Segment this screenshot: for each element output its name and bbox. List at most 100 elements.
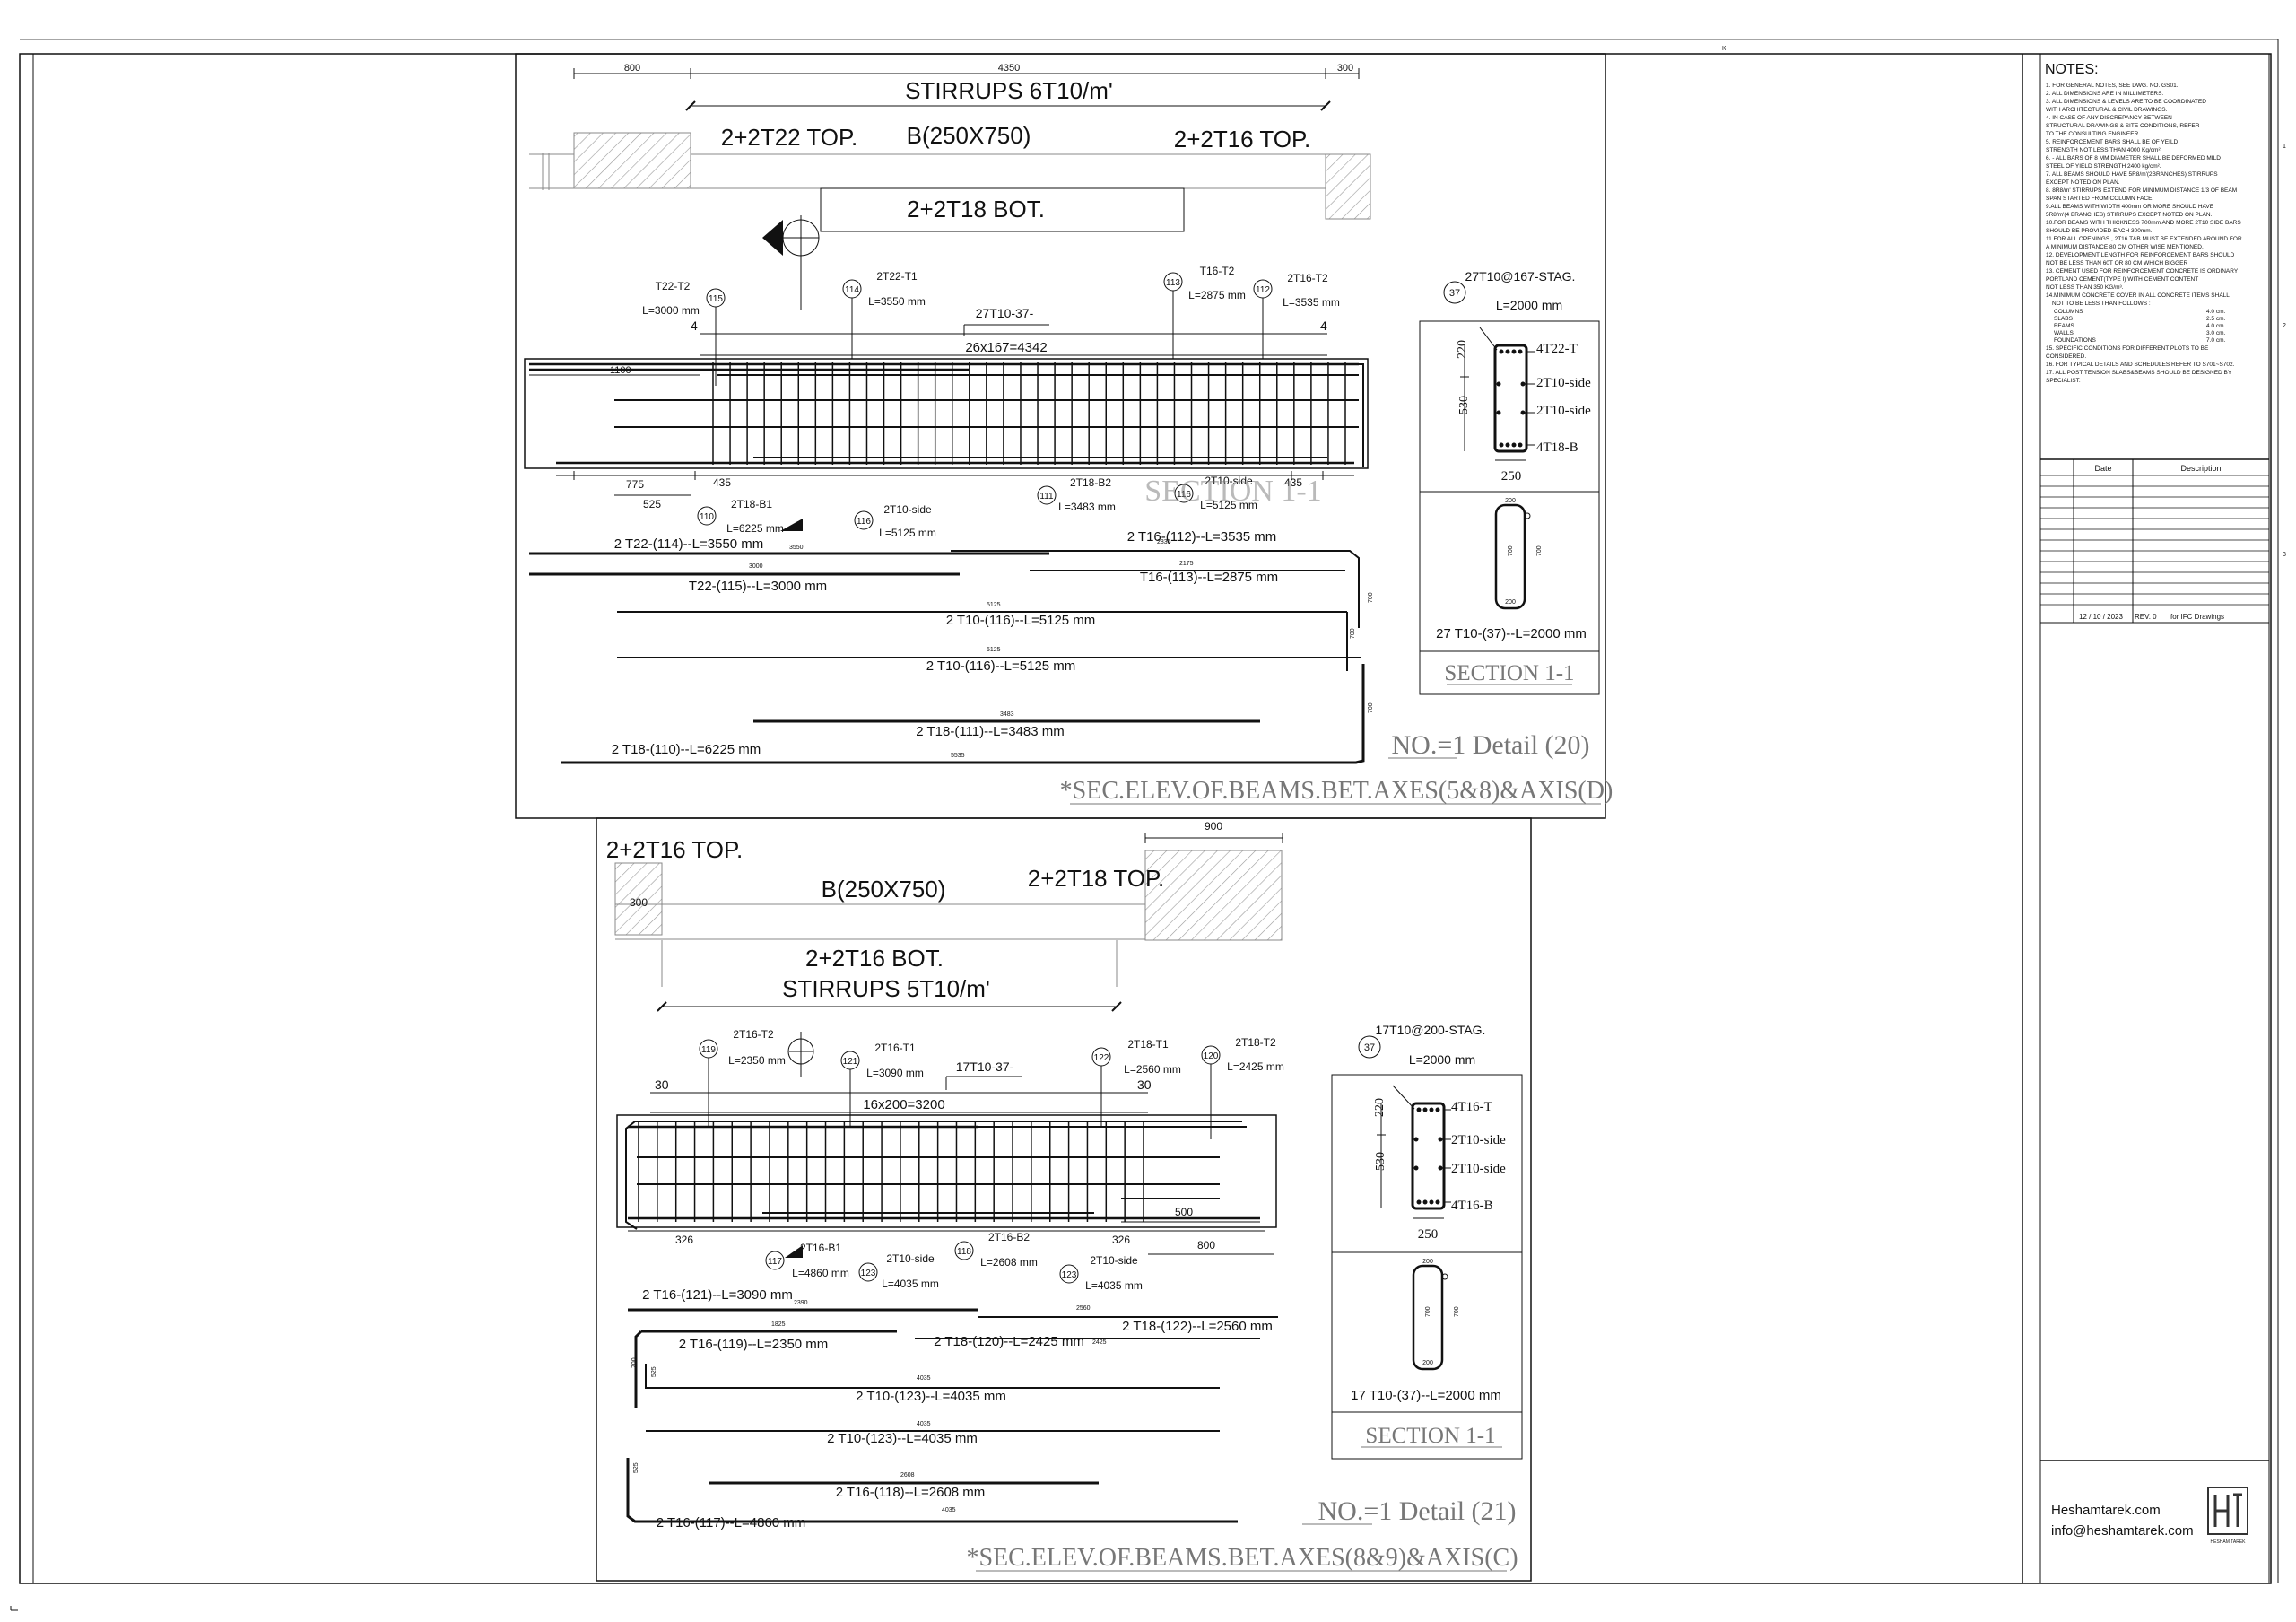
schedule-item: 2 T10-(123)--L=4035 mm xyxy=(856,1389,1006,1404)
stirrup-dim: 200 xyxy=(1505,599,1516,606)
section-dim: 530 xyxy=(1374,1152,1387,1171)
schedule-dim: 4035 xyxy=(917,1375,931,1382)
bar-length: L=5125 mm xyxy=(1200,499,1257,511)
stirrup-dim: 200 xyxy=(1422,1259,1433,1265)
schedule-dim: 2175 xyxy=(1179,561,1194,567)
bar-length: L=2875 mm xyxy=(1188,289,1246,301)
column-left xyxy=(614,862,663,936)
reinforcement-cage-20: 1100 xyxy=(524,358,1369,469)
bar-number: 116 xyxy=(857,517,871,527)
section-bar-number: 37 xyxy=(1364,1042,1375,1053)
note-line: PORTLAND CEMENT(TYPE I) WITH CEMENT CONT… xyxy=(2046,276,2198,283)
note-line: 8. 8R8/m' STIRRUPS EXTEND FOR MINIMUM DI… xyxy=(2046,187,2237,194)
bar-length: L=3000 mm xyxy=(642,304,700,317)
cover-item: FOUNDATIONS xyxy=(2054,337,2096,344)
schedule-item: 2 T18-(122)--L=2560 mm xyxy=(1122,1319,1273,1334)
cover-value: 2.5 cm. xyxy=(2206,316,2226,322)
section-title: SECTION 1-1 xyxy=(1365,1424,1495,1448)
bar-number: 113 xyxy=(1166,278,1180,288)
section-1-1-detail-20: 37 27T10@167-STAG. L=2000 mm 4T22-T 2T10… xyxy=(1419,269,1600,695)
cover-item: COLUMNS xyxy=(2054,309,2083,315)
dim-800: 800 xyxy=(624,63,640,74)
section-dim: 220 xyxy=(1456,340,1469,359)
spacing-label: 27T10-37- xyxy=(976,306,1034,320)
section-header: 27T10@167-STAG. xyxy=(1465,269,1576,283)
note-line: 12. DEVELOPMENT LENGTH FOR REINFORCEMENT… xyxy=(2046,252,2235,258)
schedule-dim: 2425 xyxy=(1092,1339,1107,1346)
schedule-item: 2 T16-(117)--L=4860 mm xyxy=(657,1515,806,1530)
schedule-dim: 4035 xyxy=(942,1507,956,1513)
section-bar: 2T10-side xyxy=(1451,1162,1506,1176)
section-dim: 530 xyxy=(1457,396,1471,414)
company-logo: HESHAM TAREK xyxy=(2207,1487,2248,1545)
bar-name: 2T10-side xyxy=(883,503,932,516)
dim-small: 500 xyxy=(1175,1206,1193,1218)
cover-item: BEAMS xyxy=(2054,323,2074,329)
border-mark-3: 3 xyxy=(2283,552,2286,558)
bar-length: L=2350 mm xyxy=(728,1054,786,1067)
dim-small: 4 xyxy=(1320,318,1327,333)
reinforcement-cage-21 xyxy=(616,1114,1277,1230)
dim-small: 435 xyxy=(1284,476,1302,489)
bar-name: 2T16-T2 xyxy=(1287,272,1328,284)
column-right xyxy=(1325,153,1371,220)
stirrup-dim: 700 xyxy=(1425,1306,1431,1317)
bar-name: T16-T2 xyxy=(1200,265,1235,277)
detail-20: 800 4350 300 STIRRUPS 6T10/m' 2+2T22 TOP… xyxy=(515,53,1613,819)
note-line: 13. CEMENT USED FOR REINFORCEMENT CONCRE… xyxy=(2046,268,2239,275)
schedule-item: 2 T16-(121)--L=3090 mm xyxy=(642,1287,793,1303)
revision-date: 12 / 10 / 2023 xyxy=(2079,613,2123,621)
note-line: 15. SPECIFIC CONDITIONS FOR DIFFERENT PL… xyxy=(2046,345,2209,352)
schedule-dim: 2390 xyxy=(794,1300,808,1306)
schedule-dim: 700 xyxy=(1368,592,1374,603)
bar-number: 116 xyxy=(1177,490,1191,500)
bar-callouts-21: 119 2T16-T2 L=2350 mm 121 2T16-T1 L=3090… xyxy=(699,1028,1284,1292)
stirrup-label: 17 T10-(37)--L=2000 mm xyxy=(1351,1388,1501,1403)
schedule-dim: 700 xyxy=(1368,702,1374,713)
schedule-dim: 1825 xyxy=(771,1321,786,1328)
schedule-dim: 4035 xyxy=(917,1421,931,1427)
bar-number: 111 xyxy=(1039,492,1054,501)
detail-caption: *SEC.ELEV.OF.BEAMS.BET.AXES(8&9)&AXIS(C) xyxy=(966,1544,1518,1572)
section-bar: 2T10-side xyxy=(1451,1133,1506,1147)
schedule-item: 2 T18-(110)--L=6225 mm xyxy=(612,742,761,757)
section-length: L=2000 mm xyxy=(1496,298,1562,312)
cover-value: 3.0 cm. xyxy=(2206,330,2226,336)
bar-length: L=4035 mm xyxy=(1085,1279,1143,1292)
note-line: NOT BE LESS THAN 60T OR 80 CM WHICH BIGG… xyxy=(2046,260,2188,266)
title-block: NOTES: 1. FOR GENERAL NOTES, SEE DWG. NO… xyxy=(2022,54,2270,1583)
section-dim: 220 xyxy=(1373,1098,1387,1117)
schedule-item: T16-(113)--L=2875 mm xyxy=(1140,570,1278,585)
spacing-dim: 16x200=3200 xyxy=(863,1097,944,1112)
border-mark-k: K xyxy=(1722,46,1726,52)
note-line: 5R8/m'(4 BRANCHES) STIRRUPS EXCEPT NOTED… xyxy=(2046,212,2213,218)
bar-number: 110 xyxy=(700,512,714,522)
note-line: EXCEPT NOTED ON PLAN. xyxy=(2046,179,2120,186)
dim-small: 326 xyxy=(1112,1234,1130,1246)
bar-name: 2T16-B2 xyxy=(988,1231,1030,1243)
cover-value: 4.0 cm. xyxy=(2206,323,2226,329)
schedule-item: 2 T16-(112)--L=3535 mm xyxy=(1127,529,1277,545)
beam-size: B(250X750) xyxy=(907,122,1031,149)
top-right-bars: 2+2T18 TOP. xyxy=(1028,865,1165,892)
note-line: 10.FOR BEAMS WITH THICKNESS 700mm AND MO… xyxy=(2046,220,2241,226)
notes-list: 1. FOR GENERAL NOTES, SEE DWG. NO. GS01.… xyxy=(2046,83,2242,384)
section-overlay: SECTION 1-1 xyxy=(1144,475,1321,508)
bar-name: 2T22-T1 xyxy=(876,270,918,283)
bar-length: L=3090 mm xyxy=(866,1067,924,1079)
schedule-dim: 5535 xyxy=(951,753,965,759)
bar-number: 114 xyxy=(845,285,859,295)
note-line: 3. ALL DIMENSIONS & LEVELS ARE TO BE COO… xyxy=(2046,99,2206,105)
bar-name: 2T16-T1 xyxy=(874,1042,916,1054)
note-line: STEEL OF YIELD STRENGTH 2400 kg/cm². xyxy=(2046,163,2161,170)
schedule-dim: 2608 xyxy=(900,1472,915,1478)
schedule-dim: 3483 xyxy=(1000,711,1014,718)
schedule-item: 2 T16-(118)--L=2608 mm xyxy=(836,1485,986,1500)
note-line: 1. FOR GENERAL NOTES, SEE DWG. NO. GS01. xyxy=(2046,83,2179,89)
schedule-dim: 3000 xyxy=(749,563,763,570)
notes-title: NOTES: xyxy=(2045,62,2099,77)
bar-schedule-21: 2 T16-(121)--L=3090 mm 2390 2560 2 T18-(… xyxy=(626,1287,1278,1530)
bar-number: 122 xyxy=(1094,1053,1109,1063)
dim-small: 775 xyxy=(626,478,644,491)
